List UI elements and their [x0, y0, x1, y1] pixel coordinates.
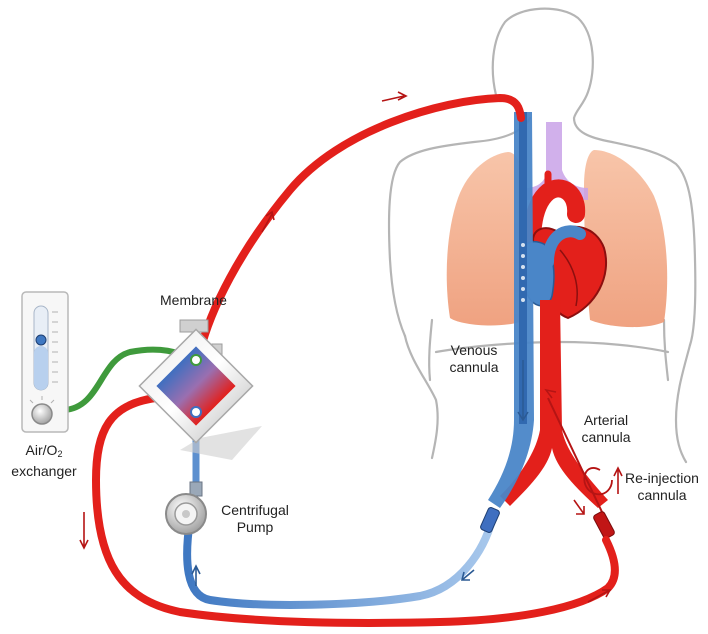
membrane-shadow	[180, 426, 262, 460]
air-o2-label-line1: Air/O2	[6, 442, 82, 463]
left-lung	[446, 152, 525, 326]
reinjection-down-arrow	[573, 499, 585, 515]
flow-arrow-blue-left	[191, 564, 201, 586]
membrane-top-cap	[179, 319, 209, 333]
arterial-return-tube	[196, 93, 525, 356]
centrifugal-pump	[165, 493, 207, 535]
air-o2-prefix: Air/O	[25, 442, 58, 458]
right-arm-outline	[674, 343, 692, 464]
o2-subscript: 2	[57, 449, 63, 459]
venous-label-line2: cannula	[449, 359, 499, 375]
flow-arrow-top	[381, 91, 408, 102]
reinjection-label-line1: Re-injection	[625, 470, 699, 486]
flow-arrow-upper-curve	[261, 210, 275, 233]
air-o2-label-line2: exchanger	[11, 463, 77, 479]
arterial-cannula-assembly	[544, 388, 623, 539]
torso-left-side	[428, 318, 434, 382]
flowmeter-fill	[34, 346, 48, 390]
centrifugal-pump-label: Centrifugal Pump	[216, 502, 294, 536]
pulmonary-artery	[542, 225, 586, 268]
flow-arrow-bottom-right	[587, 589, 612, 603]
pump-hub	[182, 510, 190, 518]
lungs	[446, 122, 668, 328]
head-and-neck-outline	[491, 7, 697, 347]
membrane-label-text: Membrane	[160, 292, 227, 308]
right-lung	[584, 150, 668, 328]
venous-label-line1: Venous	[450, 342, 498, 358]
reinjection-label-line2: cannula	[637, 487, 687, 503]
descending-aorta	[500, 300, 608, 508]
coronary-vessel	[559, 249, 578, 307]
arterial-cannula-label: Arterial cannula	[574, 412, 638, 446]
venous-flow-arrow	[517, 360, 529, 422]
membrane-outlet-port	[190, 406, 202, 418]
membrane-core	[156, 346, 236, 426]
reinjection-up-arrow	[613, 466, 623, 494]
trachea	[526, 122, 588, 200]
flowmeter-scale	[52, 311, 58, 383]
venous-cannula-label: Venous cannula	[444, 342, 504, 376]
reinjection-tube	[91, 394, 619, 627]
left-arm-outline	[403, 334, 439, 460]
membrane-inlet-port	[190, 354, 202, 366]
air-o2-exchanger-label: Air/O2 exchanger	[6, 442, 82, 480]
left-shoulder-outline	[387, 116, 532, 338]
reinjection-cannula-label: Re-injection cannula	[620, 470, 704, 504]
membrane-oxygenator	[138, 319, 262, 460]
venous-connector	[480, 507, 500, 533]
flow-arrow-blue-bottom	[460, 569, 475, 581]
reinjection-rotation-arrow	[583, 467, 613, 496]
venous-cannula-holes	[521, 243, 525, 302]
flowmeter-knob	[31, 403, 53, 425]
flow-arrow-left-down	[79, 512, 89, 550]
arterial-cannula-arrow	[544, 388, 557, 399]
arterial-label-line1: Arterial	[583, 412, 629, 428]
torso-right-side	[662, 318, 670, 382]
venous-cannula-assembly	[488, 112, 534, 508]
venous-drainage-tube	[183, 516, 496, 609]
arterial-connector	[593, 511, 615, 539]
pump-label-line1: Centrifugal	[221, 502, 289, 518]
pump-label-line2: Pump	[236, 519, 274, 535]
flowmeter-float	[35, 334, 47, 346]
air-o2-exchanger-device	[21, 291, 69, 433]
membrane-label: Membrane	[160, 292, 227, 309]
knob-tick-marks	[29, 396, 55, 404]
arterial-label-line2: cannula	[581, 429, 631, 445]
